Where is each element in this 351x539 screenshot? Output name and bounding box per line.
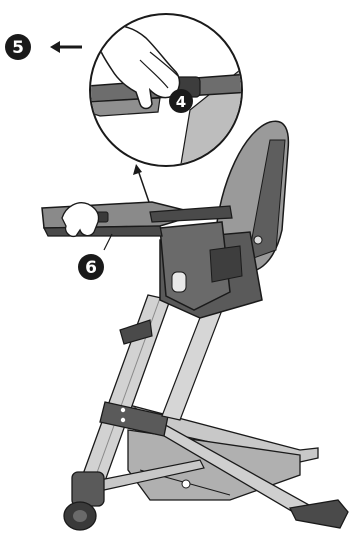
front-wheel	[64, 472, 104, 530]
step-6-number: 6	[85, 258, 97, 278]
step-5-callout: 5	[5, 34, 82, 60]
step-4-number: 4	[176, 93, 186, 111]
height-adjust-button	[172, 272, 186, 292]
step-5-number: 5	[12, 38, 24, 58]
arrow-up-icon	[133, 164, 150, 205]
high-chair	[42, 121, 348, 530]
arrow-left-icon	[50, 41, 82, 53]
step-6-callout: 6	[78, 254, 104, 280]
zoom-detail-circle: 4	[88, 14, 260, 170]
